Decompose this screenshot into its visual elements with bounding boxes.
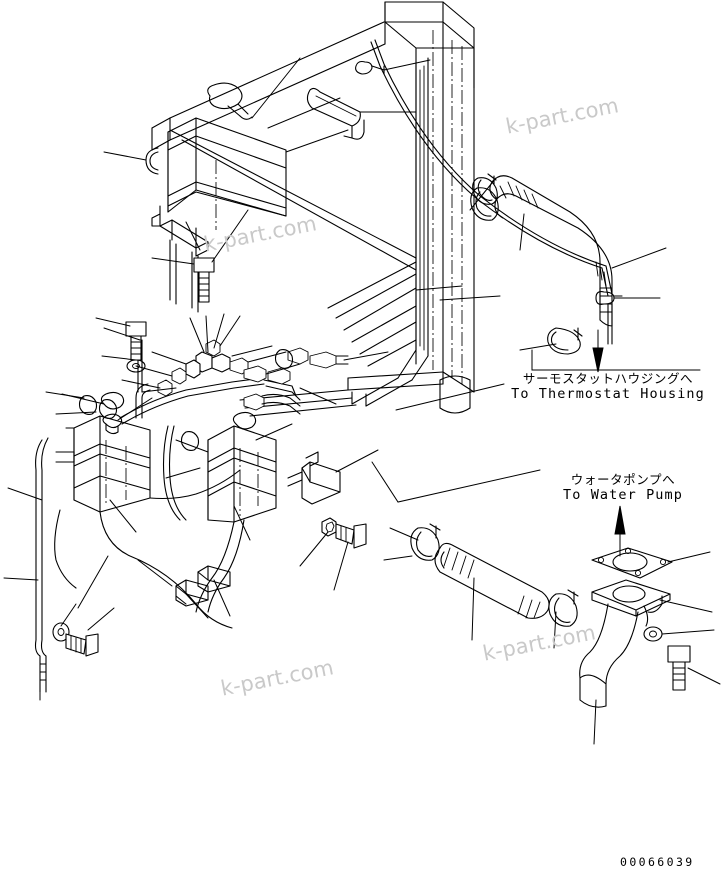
waterpump-arrow-icon <box>614 505 626 557</box>
callout-to-thermostat-housing: サーモスタットハウジングへ To Thermostat Housing <box>497 371 719 403</box>
callout-thermostat-jp: サーモスタットハウジングへ <box>522 371 694 386</box>
lower-radiator-hose <box>410 523 579 627</box>
bolt-mid-left <box>125 321 147 361</box>
radiator-core-assembly <box>151 1 475 417</box>
drawing-number: 00066039 <box>620 855 695 869</box>
bolt-bottom-left <box>65 633 99 657</box>
expansion-tank-right <box>207 411 277 523</box>
callout-waterpump-jp: ウォータポンプへ <box>570 472 676 487</box>
washer-water-pump <box>643 626 663 642</box>
mid-right-clamp <box>470 187 499 221</box>
upper-plug-fitting <box>355 60 385 75</box>
upper-radiator-hose <box>472 173 613 355</box>
bolt-water-pump <box>667 645 691 691</box>
washer-bracket <box>321 517 337 537</box>
thermostat-arrow-icon <box>592 329 604 373</box>
upper-cylinder-part <box>306 87 365 140</box>
callout-to-water-pump: ウォータポンプへ To Water Pump <box>530 472 716 504</box>
leader-lines <box>3 57 721 745</box>
right-fitting-group <box>274 347 349 369</box>
bolt-bracket <box>335 523 367 549</box>
connector-block-right <box>197 565 231 593</box>
callout-thermostat-en: To Thermostat Housing <box>511 385 705 402</box>
upper-surge-tank <box>145 82 287 313</box>
u-bracket <box>287 451 341 505</box>
washer-bottom-left <box>52 622 70 642</box>
callout-waterpump-en: To Water Pump <box>563 486 683 503</box>
tee-fittings-cluster <box>78 339 301 451</box>
water-pump-gasket <box>591 547 673 579</box>
bolt-upper-left <box>193 257 215 303</box>
hose-and-fitting-cluster <box>34 339 301 693</box>
water-pump-elbow <box>579 579 671 708</box>
